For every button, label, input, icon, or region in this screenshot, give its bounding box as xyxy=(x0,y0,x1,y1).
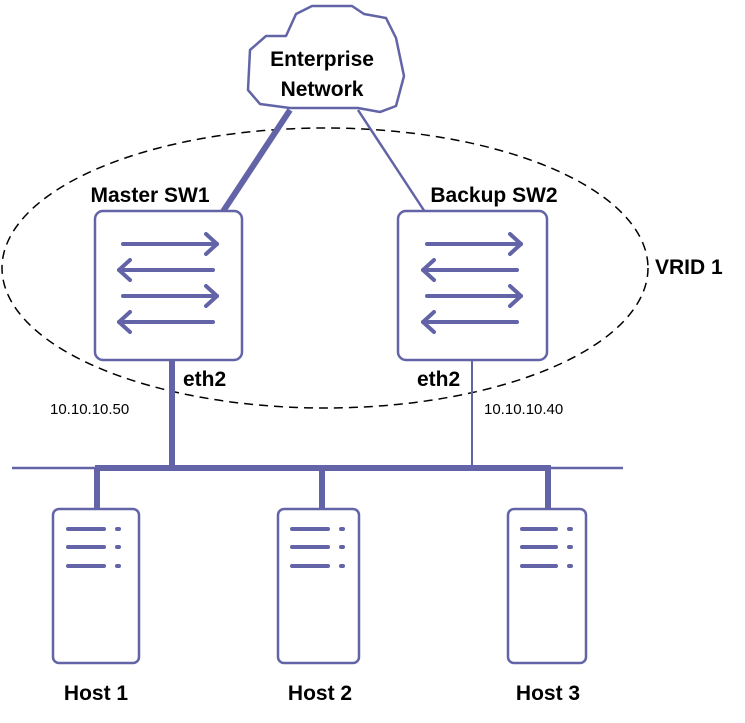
host-3: Host 3 xyxy=(506,507,588,705)
host-3-label: Host 3 xyxy=(516,682,580,705)
host-1-server-icon xyxy=(51,507,141,665)
backup-ip-label: 10.10.10.40 xyxy=(484,401,563,418)
cloud-icon xyxy=(246,4,406,114)
cloud-label-line1: Enterprise xyxy=(270,48,374,71)
vrid-group-boundary xyxy=(1,127,649,409)
link-cloud-master xyxy=(219,108,293,215)
master-switch-label: Master SW1 xyxy=(90,184,209,207)
cloud-label-line2: Network xyxy=(281,78,364,101)
master-switch xyxy=(93,209,244,362)
host-1-label: Host 1 xyxy=(64,682,129,705)
host-2-server-icon xyxy=(276,507,361,665)
vrid-label: VRID 1 xyxy=(655,256,723,279)
backup-switch-label: Backup SW2 xyxy=(430,184,557,207)
master-port-label: eth2 xyxy=(183,368,226,391)
backup-port-label: eth2 xyxy=(417,368,460,391)
link-cloud-backup xyxy=(356,109,427,213)
host-3-server-icon xyxy=(506,507,588,665)
backup-switch xyxy=(396,209,549,362)
master-ip-label: 10.10.10.50 xyxy=(50,401,129,418)
host-2: Host 2 xyxy=(276,507,361,705)
host-2-label: Host 2 xyxy=(288,682,352,705)
host-1: Host 1 xyxy=(51,507,141,705)
